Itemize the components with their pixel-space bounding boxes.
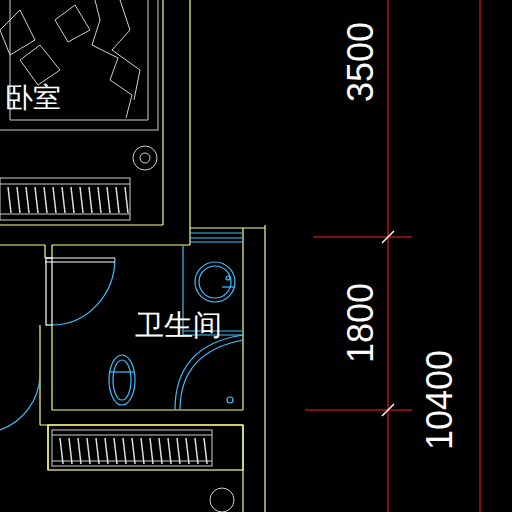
hanger-stroke — [116, 187, 119, 213]
hanger-stroke — [89, 187, 92, 213]
hanger-stroke — [53, 187, 56, 213]
dimension-lines — [305, 0, 480, 512]
hanger-stroke — [8, 187, 11, 213]
hanger-stroke — [195, 438, 198, 464]
dimension-text: 1800 — [343, 281, 379, 365]
hanger-stroke — [71, 187, 74, 213]
lamp — [133, 146, 234, 512]
hanger-stroke — [26, 187, 29, 213]
walls — [0, 0, 265, 512]
fixtures — [0, 233, 243, 430]
hanger-stroke — [78, 438, 81, 464]
hanger-stroke — [87, 438, 90, 464]
bed — [0, 0, 158, 130]
room-name: 卧室 — [5, 83, 61, 114]
door-leaf — [45, 258, 115, 325]
dimension-text: 3500 — [343, 20, 379, 104]
hanger-stroke — [204, 438, 207, 464]
hanger-stroke — [159, 438, 162, 464]
hanger-stroke — [186, 438, 189, 464]
hanger-stroke — [96, 438, 99, 464]
hanger-stroke — [35, 187, 38, 213]
hanger-stroke — [62, 187, 65, 213]
hanger-stroke — [60, 438, 63, 464]
hanger-stroke — [123, 438, 126, 464]
hanger-stroke — [17, 187, 20, 213]
hanger-stroke — [105, 438, 108, 464]
room-label: 卫生间 — [132, 308, 225, 344]
dimension-ticks — [382, 231, 394, 416]
hanger-stroke — [141, 438, 144, 464]
hanger-stroke — [125, 187, 128, 213]
hanger-stroke — [80, 187, 83, 213]
hanger-stroke — [44, 187, 47, 213]
hanger-stroke — [114, 438, 117, 464]
hanger-stroke — [98, 187, 101, 213]
hanger-stroke — [132, 438, 135, 464]
hanger-stroke — [107, 187, 110, 213]
room-label: 卧室 — [2, 81, 64, 116]
hanger-stroke — [168, 438, 171, 464]
hanger-stroke — [69, 438, 72, 464]
dimension-text: 10400 — [422, 348, 458, 452]
hanger-stroke — [150, 438, 153, 464]
room-name: 卫生间 — [135, 310, 222, 342]
hanger-stroke — [177, 438, 180, 464]
